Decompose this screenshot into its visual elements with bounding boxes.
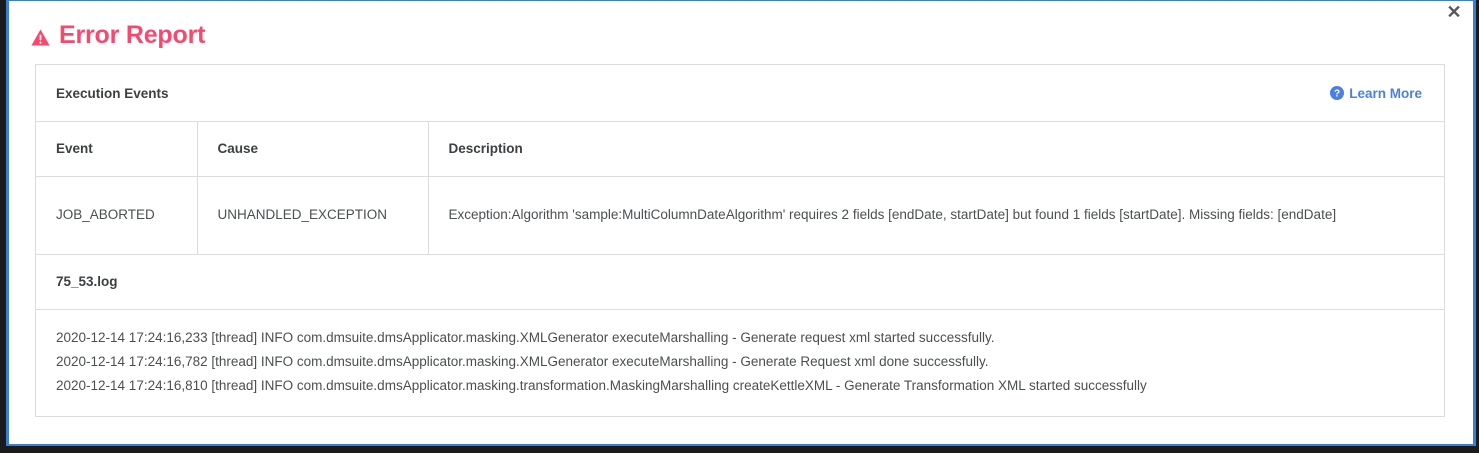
help-circle-icon: ? (1330, 86, 1345, 100)
column-header-event: Event (36, 122, 198, 177)
warning-triangle-icon (31, 25, 50, 47)
log-file-header: 75_53.log (36, 255, 1444, 310)
cell-description: Exception:Algorithm 'sample:MultiColumnD… (428, 176, 1444, 255)
column-header-description: Description (428, 122, 1444, 177)
learn-more-label: Learn More (1349, 85, 1422, 101)
log-line: 2020-12-14 17:24:16,782 [thread] INFO co… (56, 353, 989, 369)
log-filename: 75_53.log (56, 274, 118, 289)
page-title: Error Report (59, 21, 206, 49)
table-header-row: Event Cause Description (36, 122, 1444, 177)
table-row: JOB_ABORTED UNHANDLED_EXCEPTION Exceptio… (36, 176, 1444, 255)
log-line: 2020-12-14 17:24:16,233 [thread] INFO co… (56, 329, 995, 345)
card-header-title: Execution Events (56, 85, 169, 101)
cell-cause: UNHANDLED_EXCEPTION (197, 176, 429, 255)
svg-text:?: ? (1334, 89, 1340, 100)
learn-more-link[interactable]: ? Learn More (1330, 86, 1422, 101)
dialog-title-row: Error Report (31, 23, 205, 48)
execution-events-card: Execution Events ? Learn More Event (35, 64, 1445, 417)
error-report-dialog: ✕ Error Report Execution Events ? (6, 0, 1476, 446)
log-line: 2020-12-14 17:24:16,810 [thread] INFO co… (56, 377, 1147, 393)
cell-event: JOB_ABORTED (36, 176, 198, 255)
execution-events-table: Event Cause Description JOB_ABORTED UNHA… (36, 122, 1444, 255)
log-output-panel: 2020-12-14 17:24:16,233 [thread] INFO co… (36, 310, 1444, 416)
card-header: Execution Events ? Learn More (36, 65, 1444, 122)
column-header-cause: Cause (197, 122, 429, 177)
close-icon[interactable]: ✕ (1446, 2, 1462, 22)
